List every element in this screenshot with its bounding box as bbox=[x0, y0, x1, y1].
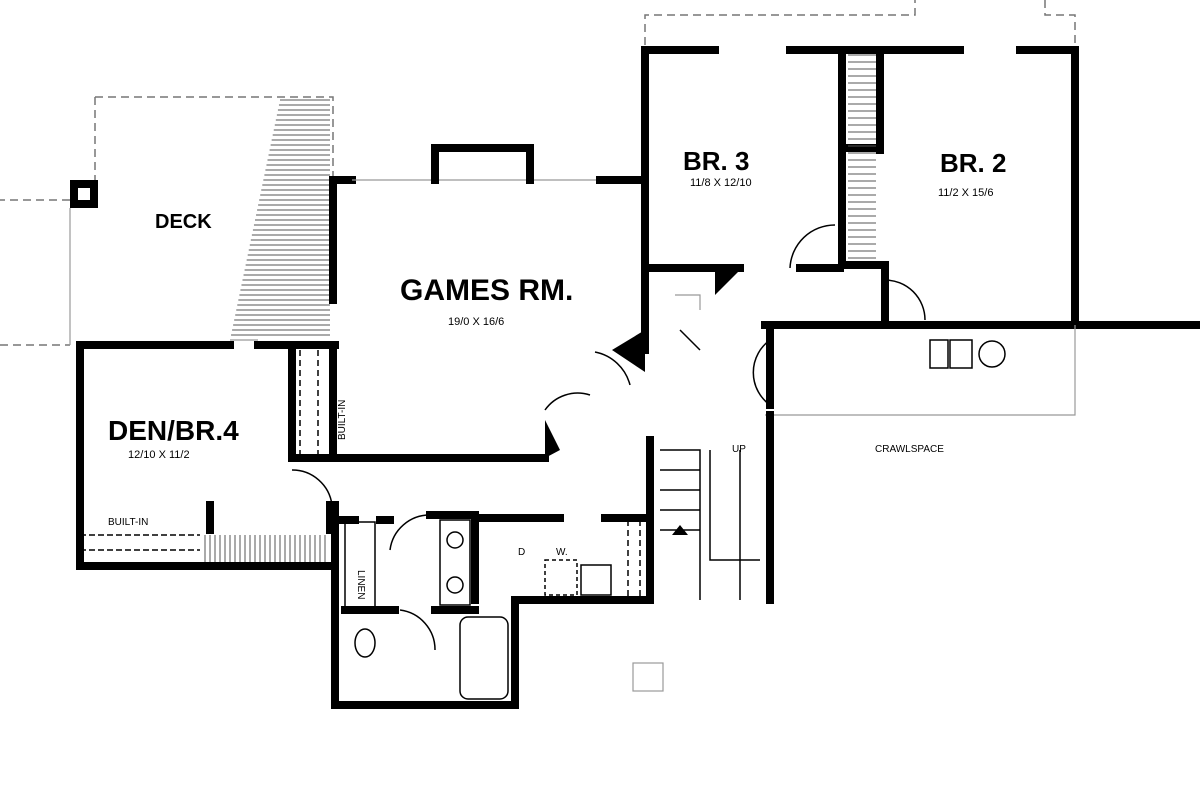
deck-label: DECK bbox=[155, 211, 212, 233]
staircase: UP bbox=[646, 411, 774, 604]
bedroom-2: BR. 2 11/2 X 15/6 bbox=[838, 46, 1079, 329]
crawlspace: CRAWLSPACE bbox=[875, 339, 1006, 455]
hallway bbox=[544, 270, 1200, 416]
bedroom-3: BR. 3 11/8 X 12/10 bbox=[641, 0, 1076, 354]
br2-size: 11/2 X 15/6 bbox=[938, 187, 993, 199]
br3-label: BR. 3 bbox=[683, 146, 749, 176]
washer-label: W. bbox=[556, 547, 568, 558]
games-room: GAMES RM. 19/0 X 16/6 bbox=[329, 144, 644, 462]
games-room-size: 19/0 X 16/6 bbox=[448, 316, 504, 328]
games-room-label: GAMES RM. bbox=[400, 274, 573, 307]
dryer-label: D bbox=[518, 547, 525, 558]
den-closet bbox=[204, 535, 326, 562]
br3-size: 11/8 X 12/10 bbox=[690, 177, 752, 189]
den-room: BUILT-IN BUILT-IN DEN/BR.4 12/10 X 11/2 bbox=[76, 339, 348, 570]
den-room-size: 12/10 X 11/2 bbox=[128, 449, 190, 461]
stairs-up-label: UP bbox=[732, 444, 746, 455]
linen-label: LINEN bbox=[355, 570, 366, 599]
closet-shelving bbox=[848, 54, 876, 259]
crawlspace-label: CRAWLSPACE bbox=[875, 444, 944, 455]
bathtub-icon bbox=[459, 616, 509, 700]
toilet-icon bbox=[354, 628, 376, 658]
deck-area: DECK bbox=[0, 96, 334, 346]
den-room-label: DEN/BR.4 bbox=[108, 415, 239, 446]
br2-label: BR. 2 bbox=[940, 148, 1006, 178]
built-in-label-den: BUILT-IN bbox=[108, 517, 148, 528]
deck-stairs bbox=[231, 99, 330, 336]
bath-laundry: LINEN D W. bbox=[331, 501, 664, 709]
built-in-label-vertical: BUILT-IN bbox=[337, 400, 348, 440]
